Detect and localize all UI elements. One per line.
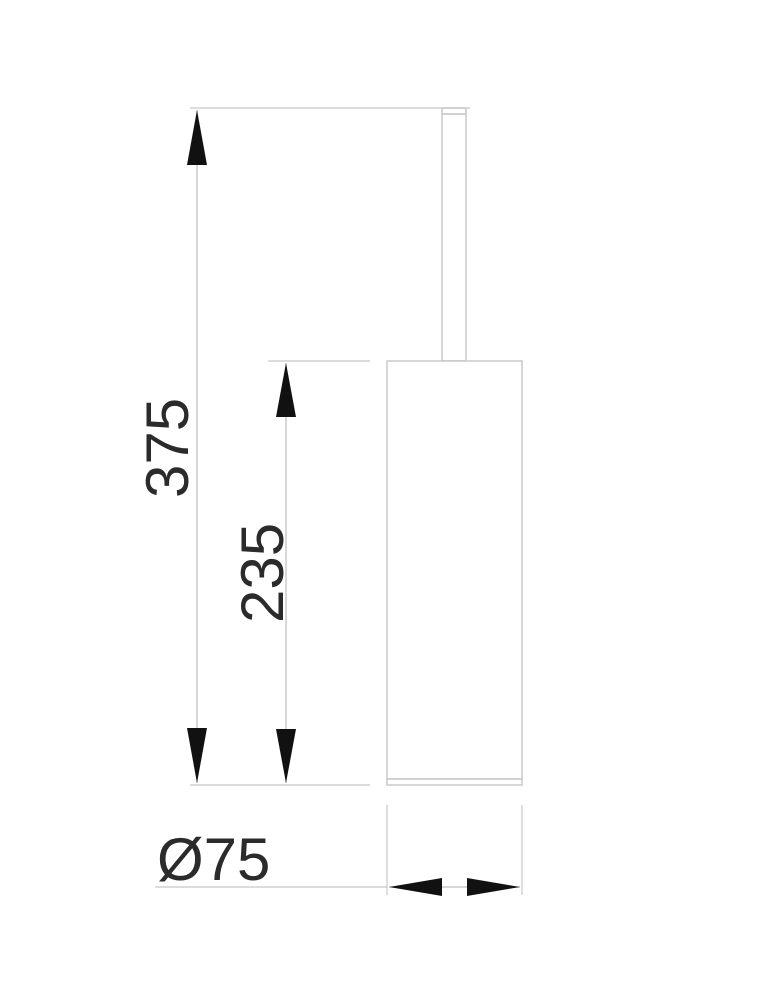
arrow-up-icon — [276, 363, 296, 417]
product-outline — [386, 107, 523, 786]
arrow-right-icon — [467, 878, 520, 896]
arrow-down-icon — [187, 728, 207, 783]
extension-lines — [155, 107, 523, 895]
container-body — [386, 360, 523, 786]
dimension-235: 235 — [229, 363, 296, 783]
dimension-label-235: 235 — [229, 523, 296, 623]
dimension-label-diameter: Ø75 — [157, 826, 270, 893]
dimension-diameter: Ø75 — [157, 826, 520, 896]
dimension-label-375: 375 — [134, 398, 201, 498]
arrow-down-icon — [276, 729, 296, 783]
brush-handle — [441, 107, 467, 362]
dimension-375: 375 — [134, 110, 207, 783]
arrow-up-icon — [187, 110, 207, 165]
arrow-left-icon — [389, 878, 442, 896]
